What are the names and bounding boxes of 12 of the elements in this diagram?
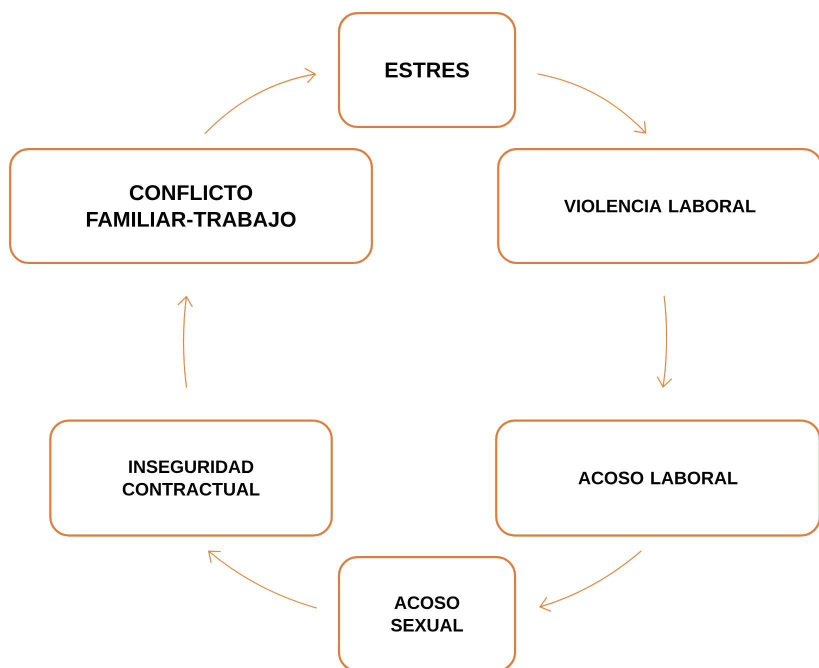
arrow xyxy=(538,74,646,134)
arrow xyxy=(204,68,316,134)
arrow xyxy=(208,550,317,608)
process-box: VIOLENCIA LABORAL xyxy=(497,148,819,264)
process-box: ESTRES xyxy=(338,12,516,128)
process-box: ACOSO SEXUAL xyxy=(338,556,516,668)
process-box: CONFLICTO FAMILIAR-TRABAJO xyxy=(9,148,373,264)
process-box: ACOSO LABORAL xyxy=(495,420,819,536)
arrow xyxy=(539,550,642,612)
arrow xyxy=(177,296,193,388)
arrow xyxy=(656,296,672,388)
process-box: INSEGURIDAD CONTRACTUAL xyxy=(49,420,333,536)
